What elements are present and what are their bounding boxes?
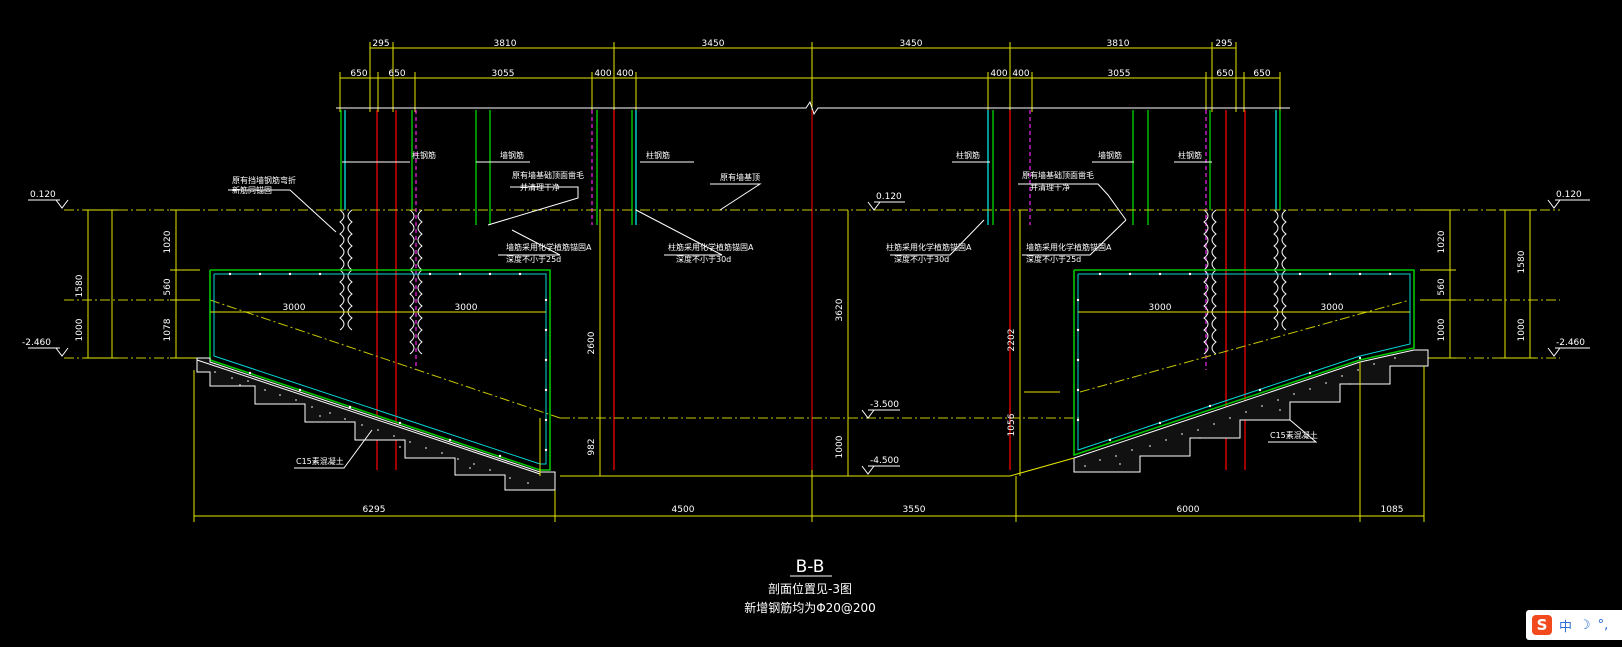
ime-language-toggle[interactable]: 中 (1559, 619, 1573, 635)
right-vdim-3: 1000 (1437, 318, 1447, 341)
rebar-coupler-marks (339, 209, 1287, 355)
note-right-chem-2: 深度不小于30d (894, 254, 949, 264)
note-left-anchor-1: 原有挡墙钢筋弯折 (232, 175, 296, 185)
dim-right-3000b: 3000 (1321, 303, 1344, 313)
top-dimension-row-2 (339, 72, 1281, 112)
right-c15-base (1073, 349, 1429, 473)
dim-bottom-3: 6000 (1177, 505, 1200, 515)
left-vdim-2: 560 (163, 278, 173, 295)
level-left-top: 0.120 (30, 190, 56, 200)
dim-top-2-2: 3055 (492, 69, 515, 79)
right-vdim-1: 1020 (1437, 230, 1447, 253)
dim-top-1-4: 3810 (1107, 39, 1130, 49)
dim-top-1-0: 295 (372, 39, 389, 49)
note-right-c15: C15素混凝土 (1270, 430, 1318, 440)
note-left-chem-2: 深度不小于25d (506, 254, 561, 264)
note-right-plant-1: 原有墙基础顶面凿毛 (1022, 170, 1094, 180)
ime-toolbar[interactable]: S 中 ☽ °, (1526, 610, 1622, 640)
left-vdim-1: 1020 (163, 230, 173, 253)
note-right-rebar-a: 柱钢筋 (956, 150, 980, 160)
note-left-plant-2: 并清理干净 (520, 182, 560, 192)
dim-top-2-8: 650 (1216, 69, 1233, 79)
left-c15-hatch (214, 371, 529, 484)
punctuation-toggle[interactable]: °, (1597, 617, 1609, 633)
dim-h2202: 2202 (1007, 329, 1017, 352)
right-wall-rebar-dots (1076, 272, 1392, 442)
section-subtitle-2: 新增钢筋均为Φ20@200 (744, 600, 876, 615)
dim-top-2-1: 650 (388, 69, 405, 79)
top-break-line (336, 100, 1290, 116)
dim-top-2-6: 400 (1012, 69, 1029, 79)
right-vdim-2: 560 (1437, 278, 1447, 295)
dim-top-2-9: 650 (1253, 69, 1270, 79)
note-left-chem-4: 深度不小于30d (676, 254, 731, 264)
right-vertical-dims (1420, 209, 1536, 359)
dim-h1056: 1056 (1007, 413, 1017, 436)
level-center-mid: -3.500 (870, 400, 899, 410)
note-left-chem-1: 墙筋采用化学植筋锚固A (506, 242, 592, 252)
left-vertical-dims (84, 209, 200, 359)
level-left-bottom: -2.460 (22, 338, 51, 348)
dim-top-2-3: 400 (594, 69, 611, 79)
right-vdim-0: 1580 (1517, 250, 1527, 273)
note-left-c15: C15素混凝土 (296, 456, 344, 466)
note-right-chem-3: 墙筋采用化学植筋锚固A (1026, 242, 1112, 252)
dim-top-2-7: 3055 (1108, 69, 1131, 79)
annotation-leaders (228, 161, 1318, 469)
dim-bottom-2: 3550 (903, 505, 926, 515)
bottom-dimension-row (193, 362, 1425, 522)
level-right-top: 0.120 (1556, 190, 1582, 200)
left-wall-rebar-dots (228, 272, 548, 458)
dim-h2600: 2600 (587, 331, 597, 354)
dim-top-1-1: 3810 (494, 39, 517, 49)
right-vdim-4: 1000 (1517, 318, 1527, 341)
sogou-logo-icon[interactable]: S (1532, 615, 1552, 635)
dim-top-1-5: 295 (1215, 39, 1232, 49)
dim-top-2-0: 650 (350, 69, 367, 79)
dim-bottom-0: 6295 (363, 505, 386, 515)
dim-left-3000b: 3000 (455, 303, 478, 313)
note-right-chem-1: 柱筋采用化学植筋锚固A (886, 242, 972, 252)
dim-bottom-1: 4500 (672, 505, 695, 515)
note-left-wall-rebar: 墙钢筋 (500, 150, 524, 160)
dim-h1000: 1000 (835, 435, 845, 458)
level-markers (28, 199, 1590, 475)
note-right-plant-2: 并清理干净 (1030, 182, 1070, 192)
note-right-rebar-b: 柱钢筋 (1178, 150, 1202, 160)
left-vdim-4: 1078 (163, 318, 173, 341)
section-title: B-B (796, 557, 825, 577)
level-right-bottom: -2.460 (1556, 338, 1585, 348)
note-left-plant-1: 原有墙基础顶面凿毛 (512, 170, 584, 180)
note-right-chem-4: 深度不小于25d (1026, 254, 1081, 264)
moon-icon[interactable]: ☽ (1579, 617, 1591, 633)
note-left-rebar-b: 柱钢筋 (646, 150, 670, 160)
note-left-rebar: 柱钢筋 (412, 150, 436, 160)
dim-top-1-2: 3450 (702, 39, 725, 49)
dim-right-3000a: 3000 (1149, 303, 1172, 313)
level-center-top: 0.120 (876, 192, 902, 202)
wall-lines-left (340, 110, 637, 470)
dim-top-1-3: 3450 (900, 39, 923, 49)
dim-top-2-5: 400 (990, 69, 1007, 79)
section-subtitle-1: 剖面位置见-3图 (768, 581, 852, 596)
left-vdim-0: 1580 (75, 274, 85, 297)
note-left-anchor-2: 新筋同锚固 (232, 185, 272, 195)
right-c15-hatch (1084, 357, 1396, 467)
dim-top-2-4: 400 (616, 69, 633, 79)
note-center: 原有墙基顶 (720, 172, 760, 182)
dim-h982: 982 (587, 438, 597, 455)
note-right-wall-rebar: 墙钢筋 (1098, 150, 1122, 160)
level-center-low: -4.500 (870, 456, 899, 466)
dim-h3620: 3620 (835, 298, 845, 321)
center-boundary-lines (539, 210, 1075, 477)
dim-bottom-4: 1085 (1381, 505, 1404, 515)
left-vdim-3: 1000 (75, 318, 85, 341)
note-left-chem-3: 柱筋采用化学植筋锚固A (668, 242, 754, 252)
dim-left-3000a: 3000 (283, 303, 306, 313)
left-c15-base (196, 357, 556, 491)
